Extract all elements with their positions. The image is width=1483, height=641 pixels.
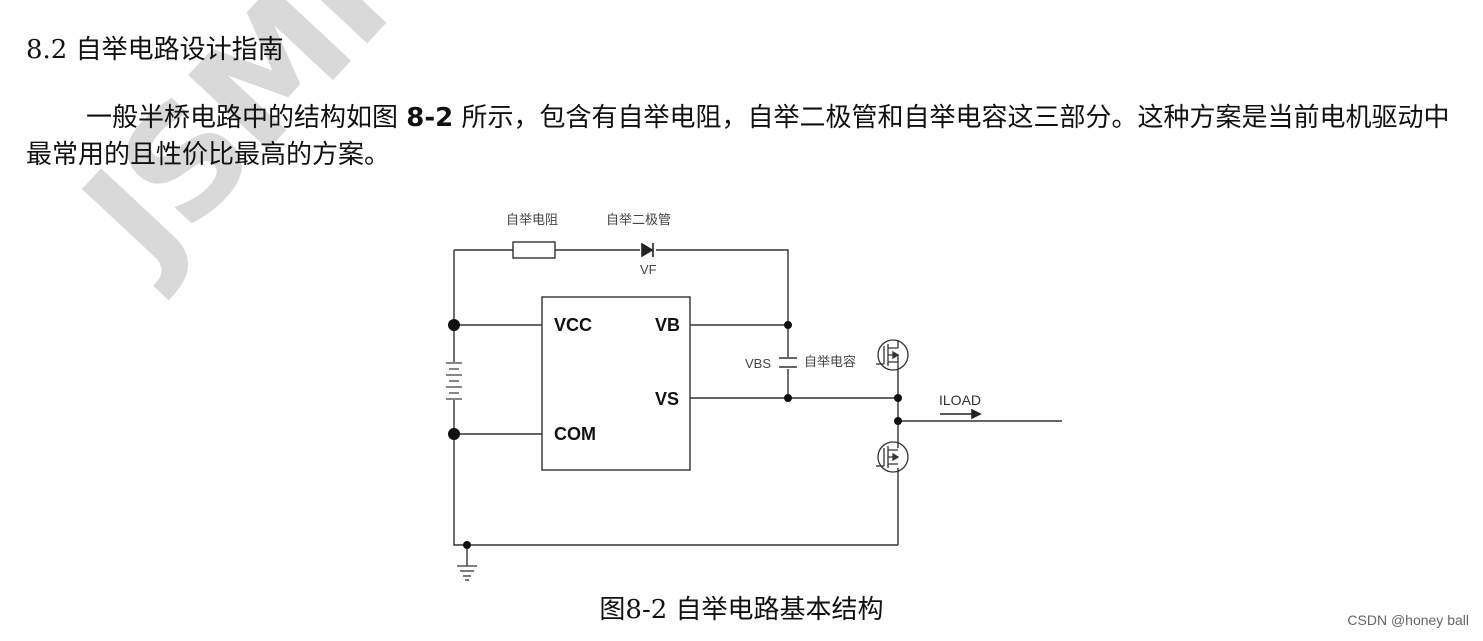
driver-ic-box — [541, 296, 691, 471]
iload-label: ILOAD — [939, 392, 981, 408]
bootstrap-diode — [641, 242, 654, 258]
capacitor-label: 自举电容 — [804, 354, 856, 369]
junction-dot — [448, 319, 460, 331]
credit-watermark: CSDN @honey ball — [1347, 612, 1469, 628]
ground-symbol — [457, 565, 477, 581]
battery-symbol — [446, 362, 462, 400]
paragraph-text-before: 一般半桥电路中的结构如图 — [86, 103, 407, 133]
junction-dot — [894, 394, 902, 402]
left-rail-wire — [453, 250, 898, 546]
bootstrap-capacitor — [779, 357, 797, 368]
low-side-mosfet-icon — [876, 441, 909, 473]
high-side-mosfet-icon — [876, 339, 909, 371]
resistor-label: 自举电阻 — [506, 212, 558, 227]
body-paragraph: 一般半桥电路中的结构如图 8-2 所示，包含有自举电阻，自举二极管和自举电容这三… — [26, 100, 1466, 174]
bootstrap-resistor — [512, 241, 556, 259]
junction-dot — [784, 321, 792, 329]
paragraph-text-after: 所示，包含有自举电阻，自举二极管和自举电容这三部分。这种方案是当前电机驱动中最常… — [26, 103, 1450, 170]
junction-dots — [448, 319, 902, 549]
pin-com-label: COM — [554, 424, 596, 444]
vf-label: VF — [640, 262, 657, 277]
vbs-label: VBS — [745, 356, 771, 371]
pin-vs-label: VS — [655, 389, 679, 409]
pin-vcc-label: VCC — [554, 315, 592, 335]
iload-arrow — [940, 408, 982, 420]
figure-caption: 图8-2 自举电路基本结构 — [599, 595, 884, 625]
figure-reference: 8-2 — [406, 103, 454, 133]
diode-label: 自举二极管 — [606, 212, 671, 227]
pin-vb-label: VB — [655, 315, 680, 335]
section-heading: 8.2 自举电路设计指南 — [26, 35, 284, 65]
junction-dot — [448, 428, 460, 440]
top-wire — [454, 249, 789, 325]
junction-dot — [894, 417, 902, 425]
junction-dot — [784, 394, 792, 402]
junction-dot — [463, 541, 471, 549]
